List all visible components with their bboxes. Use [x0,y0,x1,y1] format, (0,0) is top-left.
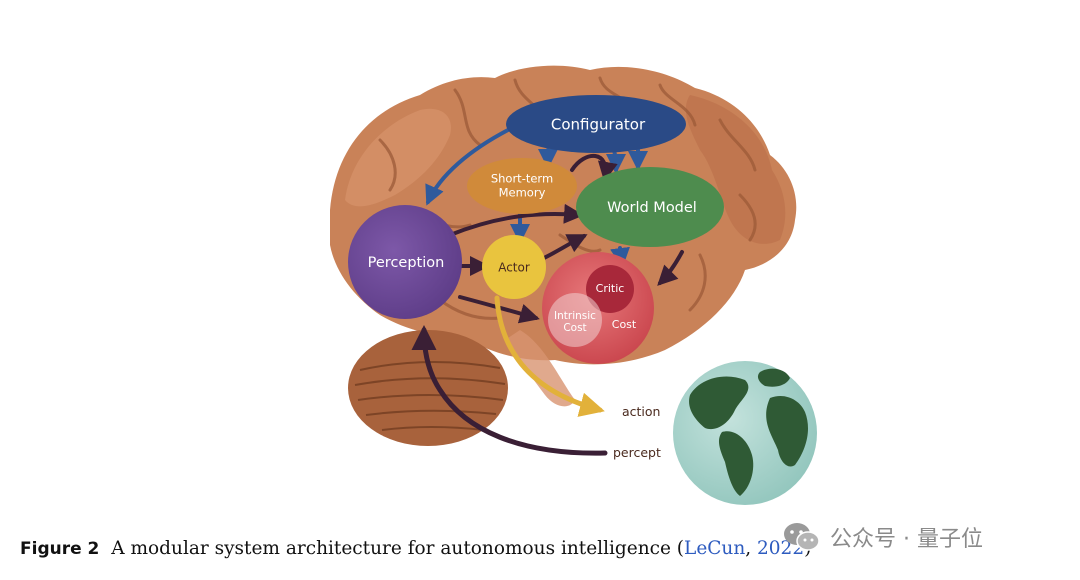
world-model-node: World Model [576,167,724,247]
arrows [411,128,684,456]
arrow-actor-to-world-model [542,234,588,260]
cost-module-node: Critic Intrinsic Cost Cost [542,252,654,364]
short-term-memory-label-line1: Short-term [491,172,553,186]
arrow-configurator-to-world-model-2 [605,148,626,174]
configurator-label: Configurator [551,116,646,134]
globe-continent-south-america [718,431,754,496]
watermark: 公众号 · 量子位 [782,520,983,554]
arrow-configurator-to-perception [425,128,510,206]
globe-continent-europe [757,368,790,387]
short-term-memory-shape [467,158,577,214]
intrinsic-cost-label-line1: Intrinsic [554,310,596,322]
critic-shape [586,265,634,313]
actor-shape [482,235,546,299]
arrow-perception-to-world-model [448,203,584,237]
configurator-shape [506,95,686,153]
citation-separator: , [745,538,758,559]
brain-texture-lobe [685,95,786,244]
intrinsic-cost-shape [548,293,602,347]
globe-continent-africa [766,395,809,467]
arrow-world-model-memory-exchange [570,153,618,182]
arrow-world-model-to-critic [657,250,684,286]
wechat-icon [784,523,820,551]
figure-caption: Figure 2 A modular system architecture f… [20,538,811,559]
cerebellum-folds [354,361,506,431]
actor-label: Actor [498,261,530,275]
brain-texture-front [345,108,451,207]
perception-label: Perception [368,255,445,271]
critic-label: Critic [596,282,625,295]
arrow-action-out [494,295,605,417]
percept-label: percept [613,445,661,460]
caption-text: A modular system architecture for autono… [111,538,685,559]
globe-illustration [673,361,817,505]
cost-label: Cost [612,318,637,331]
configurator-node: Configurator [506,95,686,153]
arrow-perception-to-cost [458,295,540,324]
citation-author-link[interactable]: LeCun [684,538,746,559]
action-label: action [622,404,660,419]
brain-gyri [378,76,757,320]
world-model-shape [576,167,724,247]
perception-node: Perception [348,205,462,319]
figure-label: Figure 2 [20,539,100,559]
brainstem [505,330,575,407]
perception-shape [348,205,462,319]
watermark-text: 公众号 · 量子位 [830,527,983,552]
world-model-label: World Model [607,200,697,216]
actor-node: Actor [482,235,546,299]
short-term-memory-node: Short-term Memory [467,158,577,214]
arrow-percept-in [411,325,608,456]
globe-continent-north-america [689,376,749,430]
intrinsic-cost-label-line2: Cost [563,322,586,334]
short-term-memory-label-line2: Memory [499,186,546,200]
